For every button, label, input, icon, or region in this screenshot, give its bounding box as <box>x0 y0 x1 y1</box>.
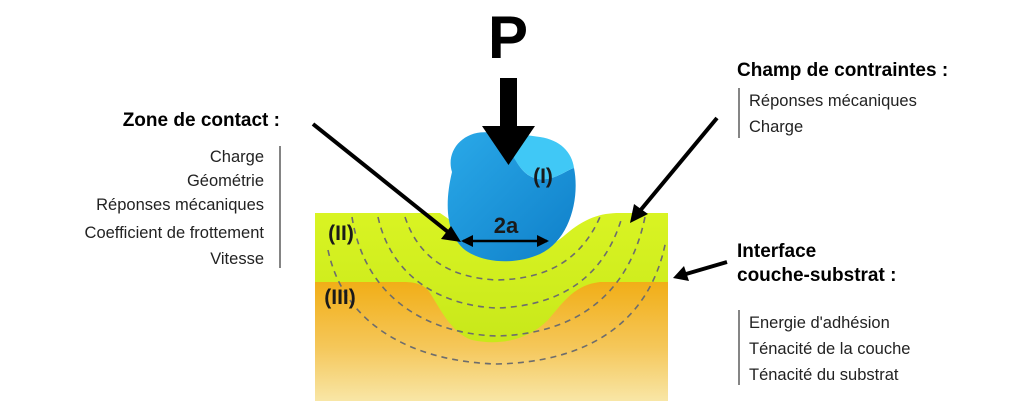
contact-zone-item: Vitesse <box>210 250 264 268</box>
coating-label: (II) <box>328 222 354 245</box>
contact-zone-item: Coefficient de frottement <box>85 224 265 242</box>
interface-item: Ténacité du substrat <box>749 366 899 384</box>
contact-zone-item: Charge <box>210 148 264 166</box>
load-label: P <box>488 4 528 71</box>
interface-title-line1: Interface <box>737 241 816 262</box>
interface-item: Ténacité de la couche <box>749 340 910 358</box>
substrate-label: (III) <box>324 286 356 309</box>
stress-field-title: Champ de contraintes : <box>737 60 948 81</box>
contact-zone-item: Géométrie <box>187 172 264 190</box>
contact-width-label: 2a <box>494 213 519 238</box>
contact-zone-item: Réponses mécaniques <box>96 196 264 214</box>
interface-title-line2: couche-substrat : <box>737 265 896 286</box>
contact-zone-title: Zone de contact : <box>123 110 280 131</box>
stress-field-item: Charge <box>749 118 803 136</box>
indenter-label: (I) <box>533 165 553 188</box>
interface-item: Energie d'adhésion <box>749 314 890 332</box>
stress-field-item: Réponses mécaniques <box>749 92 917 110</box>
